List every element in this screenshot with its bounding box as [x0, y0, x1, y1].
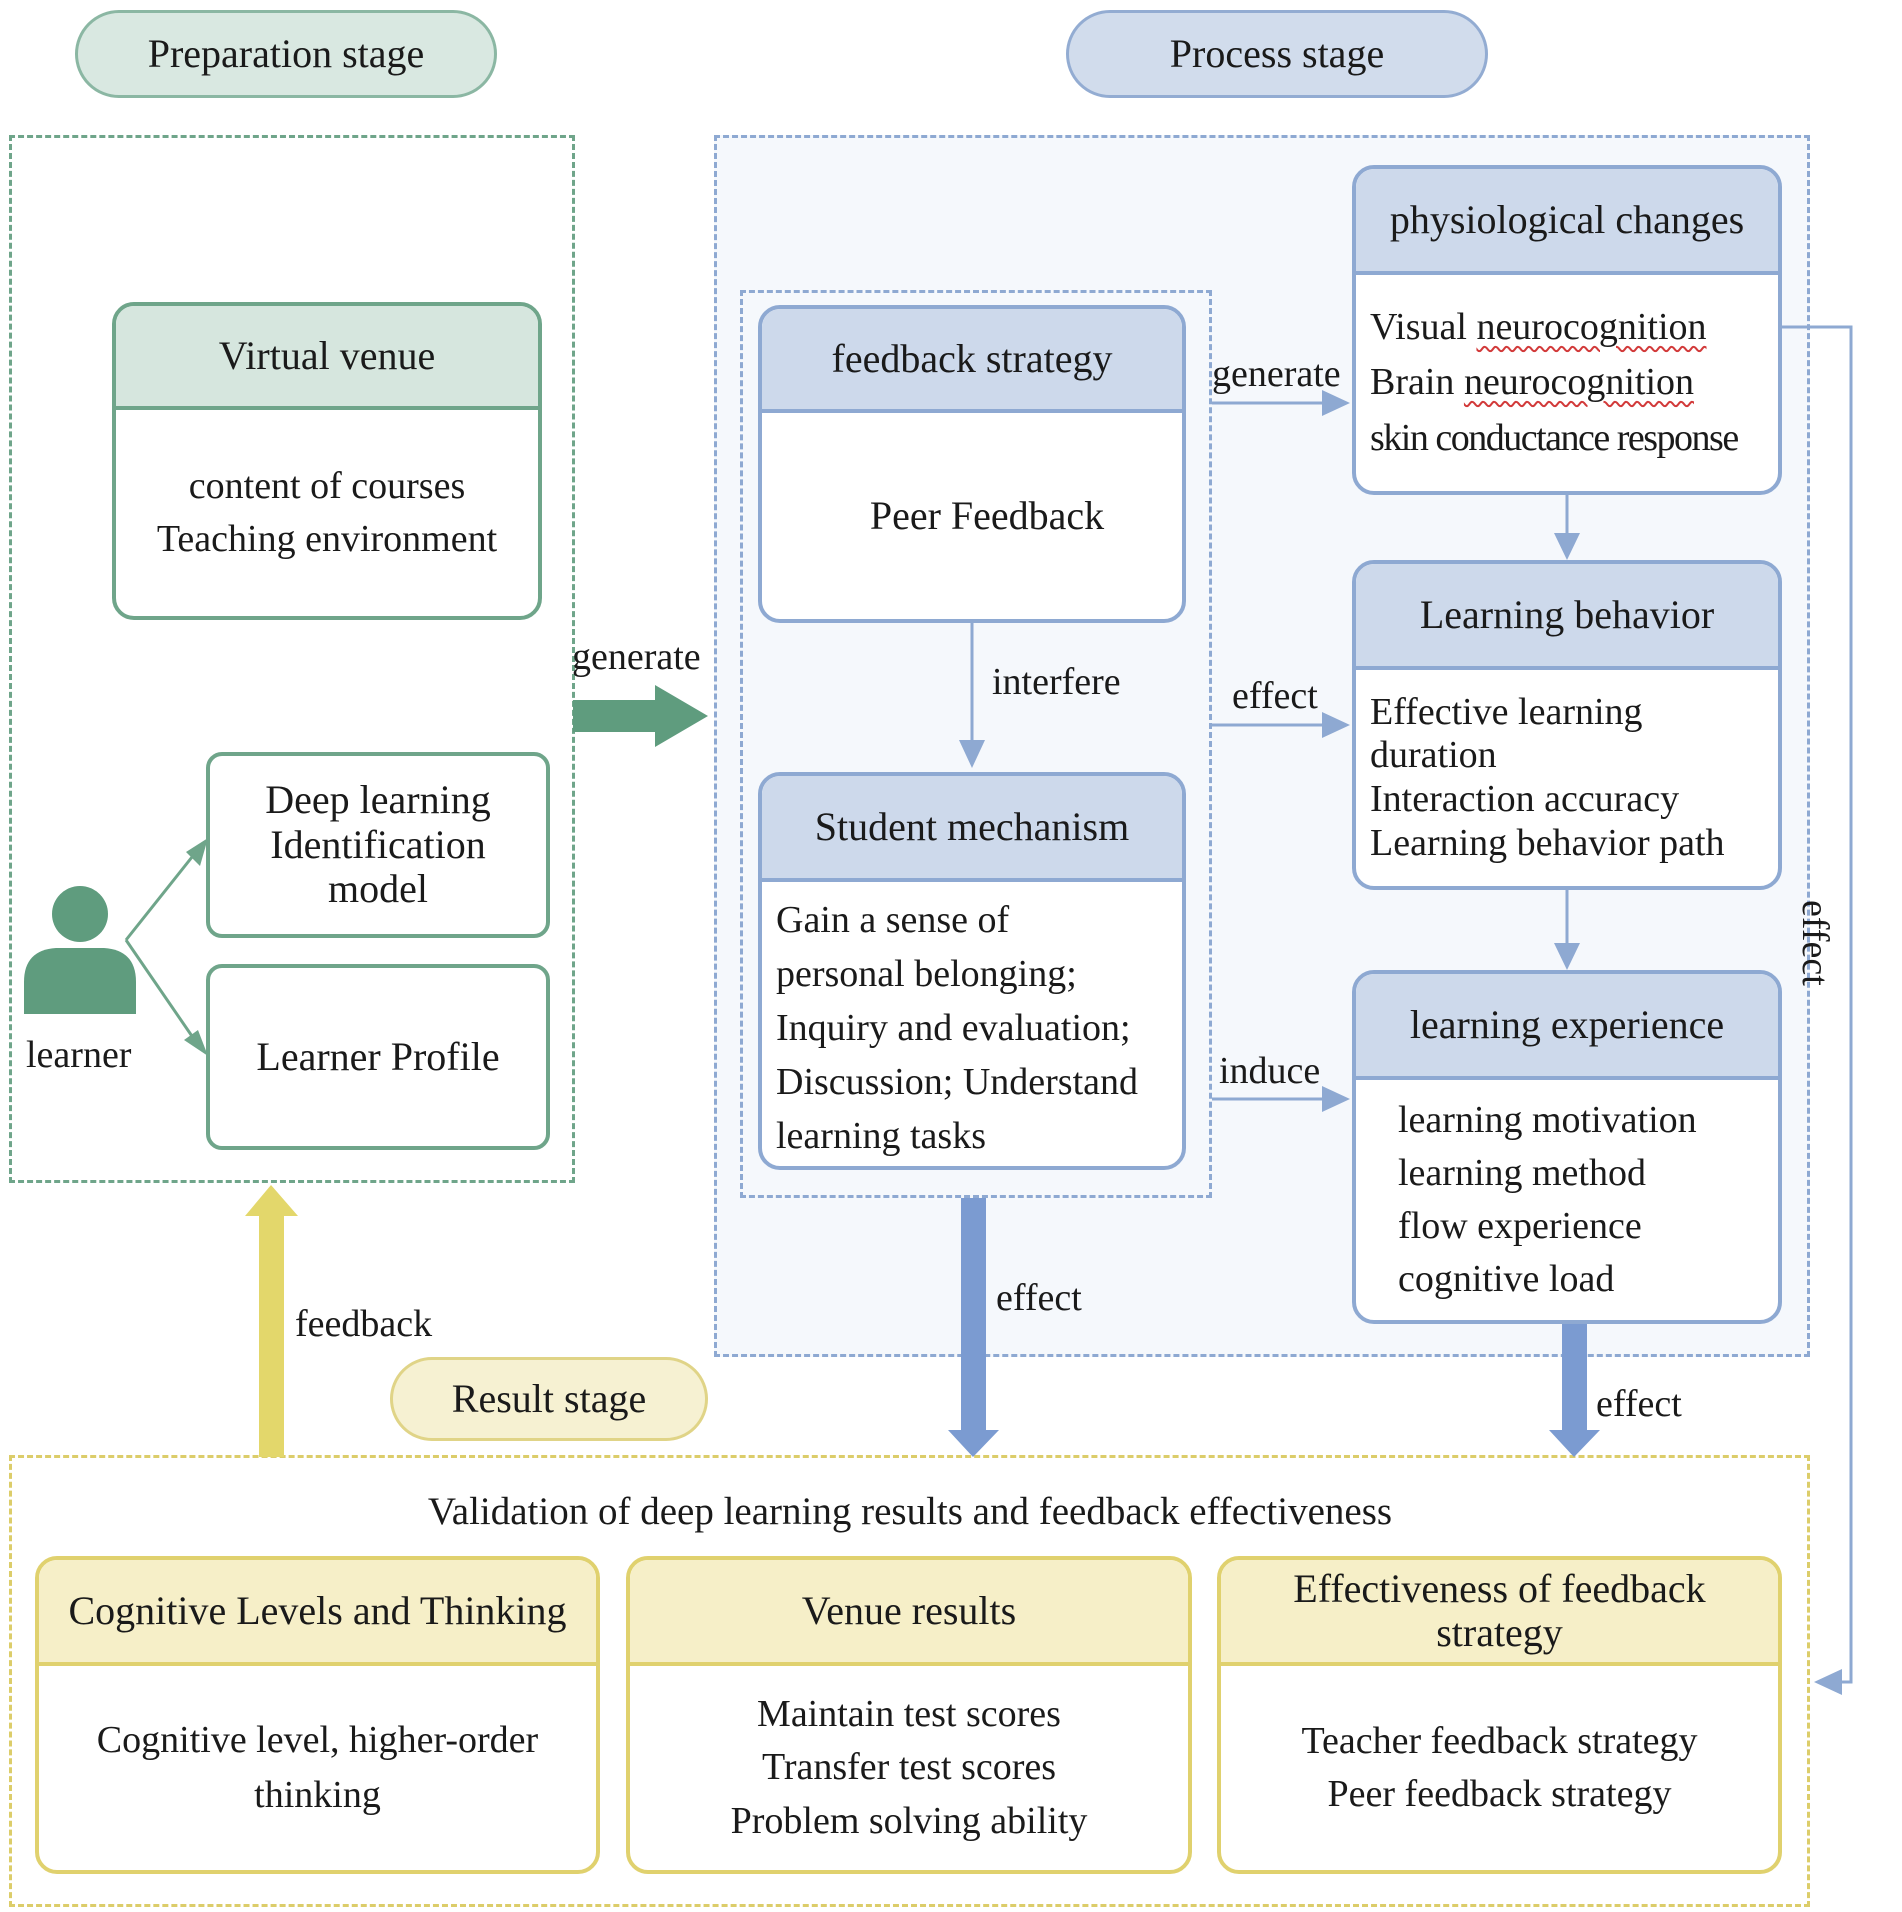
physiological-line-skin: skin conductance response — [1370, 416, 1739, 459]
learning-behavior-title: Learning behavior — [1356, 564, 1778, 670]
cognitive-line: thinking — [254, 1774, 381, 1816]
learner-profile-box: Learner Profile — [206, 964, 550, 1150]
deep-learning-model-line: Deep learning — [265, 776, 491, 822]
learning-experience-title: learning experience — [1356, 974, 1778, 1080]
peer-feedback-text: Peer Feedback — [869, 493, 1105, 538]
effect-down-right-head — [1549, 1430, 1600, 1457]
experience-line: learning method — [1398, 1151, 1646, 1194]
learning-experience-body: learning motivation learning method flow… — [1356, 1080, 1778, 1320]
effect-down-right-label: effect — [1596, 1383, 1682, 1425]
feedback-strategy-card: feedback strategy Peer Feedback — [758, 305, 1186, 623]
venue-results-body: Maintain test scores Transfer test score… — [630, 1666, 1188, 1870]
generate-physiological-label: generate — [1212, 353, 1341, 395]
behavior-line: duration — [1370, 734, 1497, 777]
effect-down-left-label: effect — [996, 1277, 1082, 1319]
deep-learning-model-line: Identification — [270, 821, 486, 867]
student-mechanism-card: Student mechanism Gain a sense of person… — [758, 772, 1186, 1170]
induce-label: induce — [1219, 1050, 1321, 1092]
physiological-changes-card: physiological changes Visual neurocognit… — [1352, 165, 1782, 495]
arrowhead-side-effect — [1814, 1669, 1842, 1695]
process-stage-text: Process stage — [1169, 31, 1385, 76]
feedback-strategy-body: Peer Feedback — [762, 413, 1182, 619]
mechanism-line: Discussion; Understand — [776, 1060, 1139, 1103]
feedback-up-arrow — [245, 1185, 298, 1457]
experience-line: cognitive load — [1398, 1258, 1615, 1301]
cognitive-line: Cognitive level, higher-order — [96, 1718, 539, 1761]
interfere-label: interfere — [992, 661, 1121, 703]
preparation-region — [9, 135, 575, 1183]
effect-side-label: effect — [1794, 900, 1836, 986]
cognitive-levels-title: Cognitive Levels and Thinking — [39, 1560, 596, 1666]
learning-behavior-card: Learning behavior Effective learning dur… — [1352, 560, 1782, 890]
result-stage-text: Result stage — [451, 1376, 647, 1421]
virtual-venue-body: content of courses Teaching environment — [116, 410, 538, 616]
physiological-changes-title: physiological changes — [1356, 169, 1778, 275]
generate-main-label: generate — [572, 636, 701, 678]
virtual-venue-title: Virtual venue — [116, 306, 538, 410]
feedback-effectiveness-title: Effectiveness of feedback strategy — [1221, 1560, 1778, 1666]
feedback-effectiveness-body: Teacher feedback strategy Peer feedback … — [1221, 1666, 1778, 1870]
mechanism-line: Inquiry and evaluation; — [776, 1006, 1131, 1049]
effect-down-left-head — [948, 1430, 999, 1457]
student-mechanism-body: Gain a sense of personal belonging; Inqu… — [762, 882, 1182, 1166]
virtual-venue-item: Teaching environment — [156, 518, 498, 560]
behavior-line: Learning behavior path — [1370, 821, 1725, 864]
virtual-venue-item: content of courses — [188, 464, 466, 507]
experience-line: learning motivation — [1398, 1098, 1697, 1141]
deep-learning-model-line: model — [328, 866, 428, 912]
generate-main-arrow — [573, 685, 708, 747]
behavior-line: Effective learning — [1370, 690, 1643, 733]
mechanism-line: personal belonging; — [776, 952, 1077, 995]
cognitive-levels-body: Cognitive level, higher-order thinking — [39, 1666, 596, 1870]
learner-label: learner — [26, 1034, 132, 1076]
result-title: Validation of deep learning results and … — [427, 1490, 1393, 1533]
preparation-stage-text: Preparation stage — [147, 31, 425, 76]
student-mechanism-title: Student mechanism — [762, 776, 1182, 882]
result-stage-label: Result stage — [390, 1357, 708, 1441]
physiological-line-brain: Brain neurocognition — [1370, 361, 1694, 404]
learner-person-icon — [24, 886, 136, 1014]
learning-behavior-body: Effective learning duration Interaction … — [1356, 670, 1778, 886]
feedback-effectiveness-line: Teacher feedback strategy — [1301, 1719, 1698, 1762]
feedback-strategy-title: feedback strategy — [762, 309, 1182, 413]
physiological-line-visual: Visual neurocognition — [1370, 306, 1707, 349]
preparation-stage-label: Preparation stage — [75, 10, 497, 98]
deep-learning-identification-model-box: Deep learning Identification model — [206, 752, 550, 938]
cognitive-levels-card: Cognitive Levels and Thinking Cognitive … — [35, 1556, 600, 1874]
venue-line: Transfer test scores — [761, 1746, 1057, 1789]
mechanism-line: learning tasks — [776, 1114, 987, 1157]
experience-line: flow experience — [1398, 1205, 1642, 1247]
process-stage-label: Process stage — [1066, 10, 1488, 98]
feedback-label: feedback — [295, 1303, 433, 1345]
feedback-effectiveness-card: Effectiveness of feedback strategy Teach… — [1217, 1556, 1782, 1874]
behavior-line: Interaction accuracy — [1370, 778, 1680, 820]
virtual-venue-card: Virtual venue content of courses Teachin… — [112, 302, 542, 620]
mechanism-line: Gain a sense of — [776, 899, 1010, 941]
venue-line: Problem solving ability — [730, 1799, 1088, 1842]
feedback-effectiveness-line: Peer feedback strategy — [1327, 1773, 1672, 1815]
learner-profile-text: Learner Profile — [256, 1034, 500, 1079]
effect-behavior-label: effect — [1232, 675, 1318, 717]
learning-experience-card: learning experience learning motivation … — [1352, 970, 1782, 1324]
venue-results-card: Venue results Maintain test scores Trans… — [626, 1556, 1192, 1874]
venue-line: Maintain test scores — [757, 1693, 1061, 1736]
physiological-changes-body: Visual neurocognition Brain neurocogniti… — [1356, 275, 1778, 491]
venue-results-title: Venue results — [630, 1560, 1188, 1666]
